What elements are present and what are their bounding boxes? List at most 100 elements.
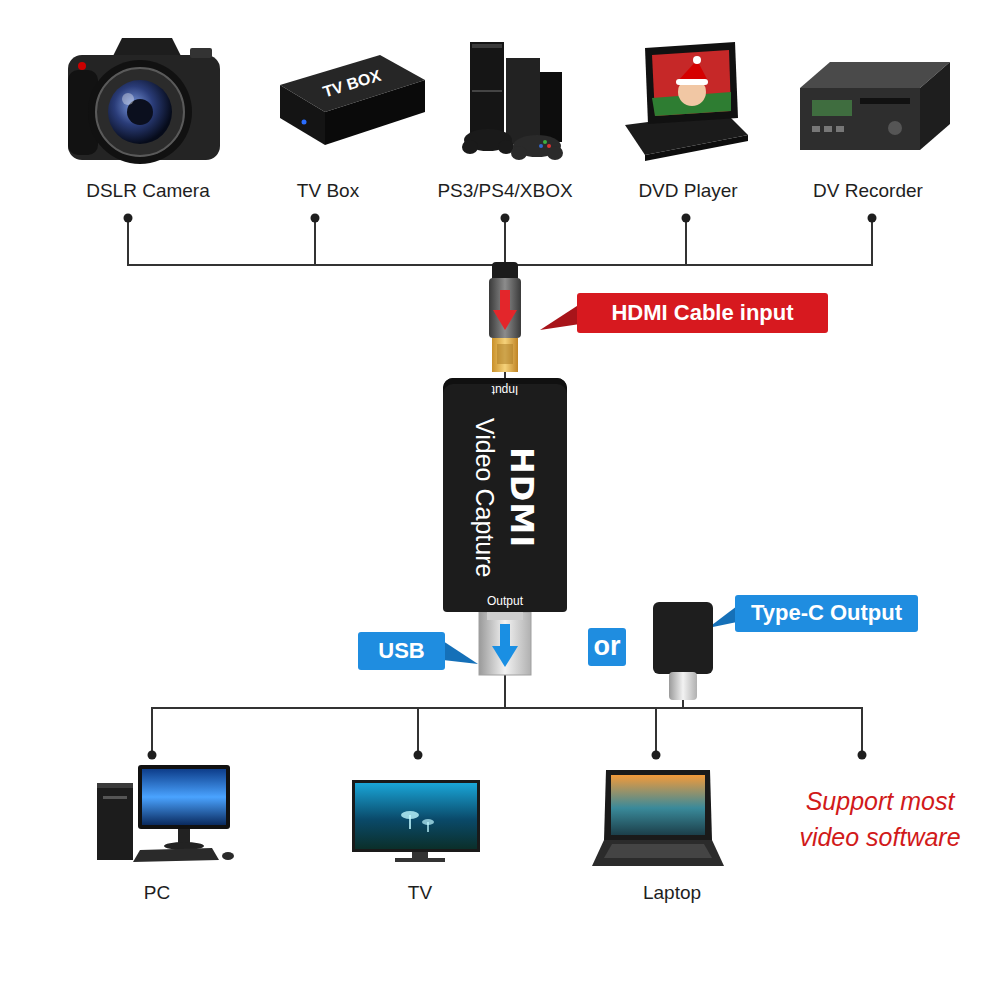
tv-box-illustration-part: [280, 85, 325, 145]
callout-box: USB: [358, 632, 445, 670]
connector-line: [128, 218, 505, 378]
dvd-player-illustration: [625, 42, 748, 161]
hdmi-cable-illustration: [489, 262, 521, 372]
device-node: DSLR Camera: [53, 25, 243, 218]
game-console-illustration-part: [462, 140, 478, 154]
hdmi-cable-illustration-part: [492, 338, 518, 372]
card-text: Output: [443, 594, 567, 608]
hdmi-cable-illustration-part: [500, 290, 510, 312]
dv-recorder-illustration-part: [824, 126, 832, 132]
tv-illustration-part: [427, 822, 429, 832]
connector-line: [505, 218, 872, 378]
pc-illustration-part: [97, 783, 133, 788]
game-console-illustration-part: [543, 140, 547, 144]
dslr-camera-illustration-part: [78, 62, 86, 70]
device-label: TV: [408, 882, 432, 904]
device-label: DVD Player: [638, 180, 737, 202]
pc-illustration-part: [133, 848, 219, 862]
device-label: TV Box: [297, 180, 359, 202]
dv-recorder-illustration-part: [812, 100, 852, 116]
callout-text: Type-C Output: [751, 601, 902, 625]
dslr-camera-illustration-part: [190, 48, 212, 58]
dv-recorder-illustration-part: [860, 98, 910, 104]
dvd-player-illustration-part: [645, 42, 738, 124]
hdmi-cable-illustration-part: [493, 310, 517, 330]
usb-plug-illustration-part: [487, 612, 523, 620]
game-console-illustration: [462, 42, 563, 160]
connector-dot: [858, 751, 867, 760]
device-node: PC: [82, 755, 232, 910]
laptop-illustration-part: [611, 775, 705, 835]
game-console-illustration-part: [540, 72, 562, 142]
tv-illustration-part: [395, 858, 445, 862]
type-c-adapter-illustration-part: [653, 602, 713, 674]
device-label: DSLR Camera: [86, 180, 210, 202]
device-label: PC: [144, 882, 170, 904]
device-node: TV: [345, 755, 495, 910]
dslr-camera-illustration-part: [88, 60, 192, 164]
game-console-illustration-part: [539, 144, 543, 148]
usb-plug-illustration-part: [479, 612, 531, 675]
connector-dot: [124, 214, 133, 223]
card-text: Video Capture: [468, 418, 502, 577]
callout-box: HDMI Cable input: [577, 293, 828, 333]
tv-illustration-part: [352, 780, 480, 852]
usb-plug-illustration: [479, 612, 531, 675]
device-node: PS3/PS4/XBOX: [430, 25, 580, 218]
dvd-player-illustration-part: [693, 56, 701, 64]
dv-recorder-illustration-part: [836, 126, 844, 132]
card-label-column: HDMIVideo Capture: [468, 418, 542, 577]
connector-dot: [501, 214, 510, 223]
pc-illustration-part: [103, 796, 127, 799]
tv-illustration-part: [409, 815, 411, 829]
card-label-area: HDMIVideo Capture: [443, 408, 567, 588]
card-text: HDMI: [502, 418, 542, 577]
tv-illustration-part: [355, 783, 477, 849]
usb-plug-illustration-part: [500, 624, 510, 648]
dvd-player-illustration-part: [676, 79, 708, 85]
device-label: Laptop: [643, 882, 701, 904]
dslr-camera-illustration-part: [108, 80, 172, 144]
callout-box: or: [588, 628, 626, 666]
callout-pointer-part: [540, 304, 580, 330]
tv-box-illustration: [280, 55, 425, 145]
laptop-illustration: [592, 770, 724, 866]
game-console-illustration-part: [472, 90, 502, 92]
callout-text: USB: [378, 639, 424, 663]
tv-illustration-part: [412, 852, 428, 858]
game-console-illustration-part: [506, 58, 540, 144]
dvd-player-illustration-part: [645, 135, 748, 161]
pc-illustration: [97, 765, 234, 862]
type-c-adapter-illustration: [653, 602, 713, 708]
device-label: PS3/PS4/XBOX: [437, 180, 572, 202]
usb-plug-illustration-part: [492, 646, 518, 667]
connector-dot: [311, 214, 320, 223]
laptop-illustration-part: [592, 840, 724, 866]
type-c-adapter-illustration-part: [682, 700, 684, 708]
game-console-illustration-part: [511, 146, 527, 160]
callout-pointer-part: [443, 641, 478, 664]
note-text: Support most video software: [780, 783, 980, 856]
device-node: DV Recorder: [793, 25, 943, 218]
pc-illustration-part: [222, 852, 234, 860]
connector-dot: [414, 751, 423, 760]
game-console-illustration-part: [547, 144, 551, 148]
pc-illustration-part: [138, 765, 230, 829]
connector-line: [152, 612, 505, 755]
device-label: DV Recorder: [813, 180, 923, 202]
device-node: TV Box: [263, 25, 393, 218]
dv-recorder-illustration-part: [920, 62, 950, 150]
callout-text: HDMI Cable input: [611, 301, 793, 325]
dslr-camera-illustration: [68, 38, 220, 164]
dv-recorder-illustration-part: [800, 88, 920, 150]
dv-recorder-illustration: [800, 62, 950, 150]
tv-box-illustration-part: [302, 120, 307, 125]
game-console-illustration-part: [472, 44, 502, 48]
connector-dot: [148, 751, 157, 760]
device-node: Laptop: [597, 755, 747, 910]
laptop-illustration-part: [604, 770, 712, 840]
device-node: DVD Player: [613, 25, 763, 218]
card-text: Input: [443, 383, 567, 397]
connector-line: [315, 218, 505, 378]
